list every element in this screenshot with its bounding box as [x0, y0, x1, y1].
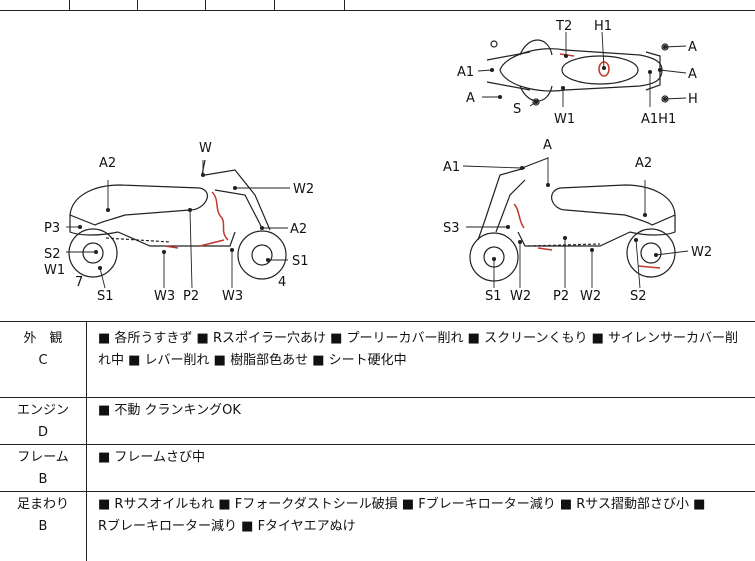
label-H: H: [688, 92, 698, 107]
damage-diagram: T2 H1 A A1 A A S H W1 A1H1: [0, 10, 755, 322]
label-H1: H1: [594, 19, 612, 34]
label-S2: S2: [44, 247, 61, 262]
section-grade: D: [37, 425, 48, 440]
label-A: A: [688, 67, 697, 82]
section-engine: エンジン D ■ 不動 クランキングOK: [0, 398, 755, 445]
label-S: S: [513, 102, 521, 117]
label-W3: W3: [154, 289, 175, 304]
label-P3: P3: [44, 221, 60, 236]
section-grade: C: [38, 353, 48, 368]
left-view-scooter: [68, 159, 287, 280]
right-view-leaders: [462, 157, 689, 289]
label-A: A: [543, 138, 552, 153]
label-W: W: [199, 141, 212, 156]
top-table-strip: [0, 0, 755, 11]
top-view-leaders: [477, 31, 687, 107]
section-items-line: れ中 ■ レバー削れ ■ 樹脂部色あせ ■ シート硬化中: [98, 353, 407, 368]
section-items-line: ■ 不動 クランキングOK: [98, 403, 241, 418]
label-W3: W3: [222, 289, 243, 304]
label-S2: S2: [630, 289, 647, 304]
label-W2: W2: [293, 182, 314, 197]
label-A: A: [688, 40, 697, 55]
section-items-line: ■ フレームさび中: [98, 450, 206, 465]
left-view-labels: W A2 W2 P3 A2 S2 S1 W1 7 4 S1 W3 P2 W3: [44, 141, 314, 304]
left-view-leaders: [66, 160, 290, 289]
label-W1: W1: [554, 112, 575, 127]
left-view-damage-marks: [164, 191, 229, 249]
label-A1H1: A1H1: [641, 112, 676, 127]
label-A: A: [466, 91, 475, 106]
right-view-damage-marks: [513, 203, 661, 269]
section-title: 足まわり: [16, 497, 69, 512]
label-A2: A2: [290, 222, 307, 237]
label-S1: S1: [97, 289, 114, 304]
scooter-diagram-svg: T2 H1 A A1 A A S H W1 A1H1: [44, 19, 712, 304]
section-title: エンジン: [16, 403, 69, 418]
label-7: 7: [75, 275, 83, 290]
label-W2: W2: [691, 245, 712, 260]
label-W2: W2: [580, 289, 601, 304]
label-P2: P2: [553, 289, 569, 304]
top-view-labels: T2 H1 A A1 A A S H W1 A1H1: [457, 19, 698, 127]
label-A1: A1: [443, 160, 460, 175]
section-items-line: ■ 各所うすきず ■ Rスポイラー穴あけ ■ プーリーカバー削れ ■ スクリーン…: [98, 331, 738, 346]
section-suspension: 足まわり B ■ Rサスオイルもれ ■ Fフォークダストシール破損 ■ Fブレー…: [0, 492, 755, 561]
label-A2: A2: [99, 156, 116, 171]
top-view-scooter: [486, 39, 669, 106]
label-P2: P2: [183, 289, 199, 304]
label-W1: W1: [44, 263, 65, 278]
label-A1: A1: [457, 65, 474, 80]
label-S1: S1: [292, 254, 309, 269]
label-S3: S3: [443, 221, 460, 236]
section-grade: B: [38, 519, 48, 534]
right-view-scooter: [469, 157, 676, 282]
label-4: 4: [278, 275, 286, 290]
section-title: 外 観: [23, 331, 63, 346]
section-exterior: 外 観 C ■ 各所うすきず ■ Rスポイラー穴あけ ■ プーリーカバー削れ ■…: [0, 322, 755, 398]
label-S1: S1: [485, 289, 502, 304]
section-items-line: Rブレーキローター減り ■ Fタイヤエアぬけ: [98, 519, 356, 534]
section-grade: B: [38, 472, 48, 487]
label-T2: T2: [555, 19, 572, 34]
section-frame: フレーム B ■ フレームさび中: [0, 445, 755, 492]
section-title: フレーム: [17, 450, 69, 465]
section-items-line: ■ Rサスオイルもれ ■ Fフォークダストシール破損 ■ Fブレーキローター減り…: [98, 497, 706, 512]
label-A2: A2: [635, 156, 652, 171]
right-view-labels: A A1 A2 S3 W2 S1 W2 P2 W2 S2: [443, 138, 712, 304]
label-W2: W2: [510, 289, 531, 304]
